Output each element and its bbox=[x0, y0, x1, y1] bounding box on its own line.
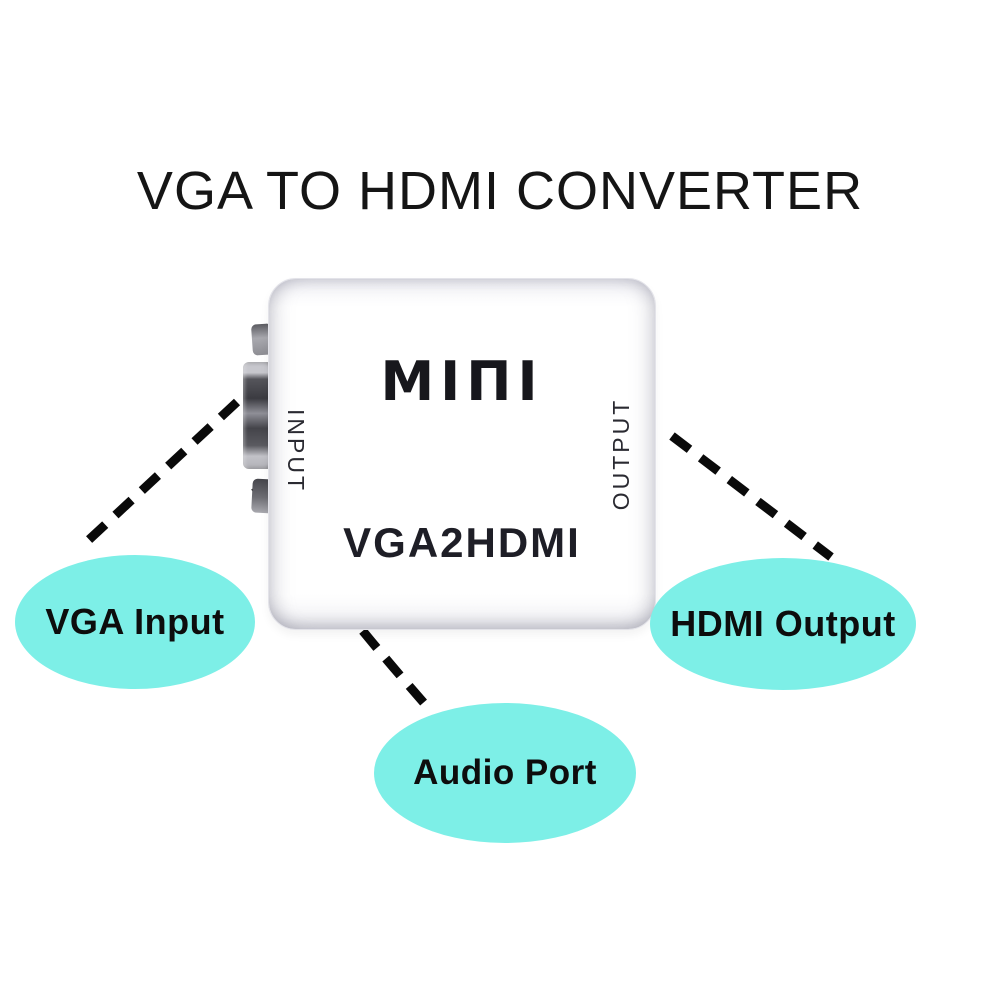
callout-audio-port: Audio Port bbox=[374, 703, 636, 843]
page-title: VGA TO HDMI CONVERTER bbox=[136, 161, 864, 221]
dashed-line-vga-input bbox=[75, 398, 241, 553]
callout-vga-input: VGA Input bbox=[15, 555, 255, 689]
model-name: VGA2HDMI bbox=[343, 519, 581, 566]
dashed-line-hdmi-output bbox=[669, 432, 834, 561]
callout-hdmi-output: HDMI Output bbox=[650, 558, 916, 690]
output-port-label: OUTPUT bbox=[608, 397, 634, 511]
input-port-label: INPUT bbox=[283, 409, 309, 493]
converter-device: MIПI INPUT OUTPUT VGA2HDMI bbox=[268, 278, 656, 630]
brand-logo: MIПI bbox=[380, 350, 544, 413]
